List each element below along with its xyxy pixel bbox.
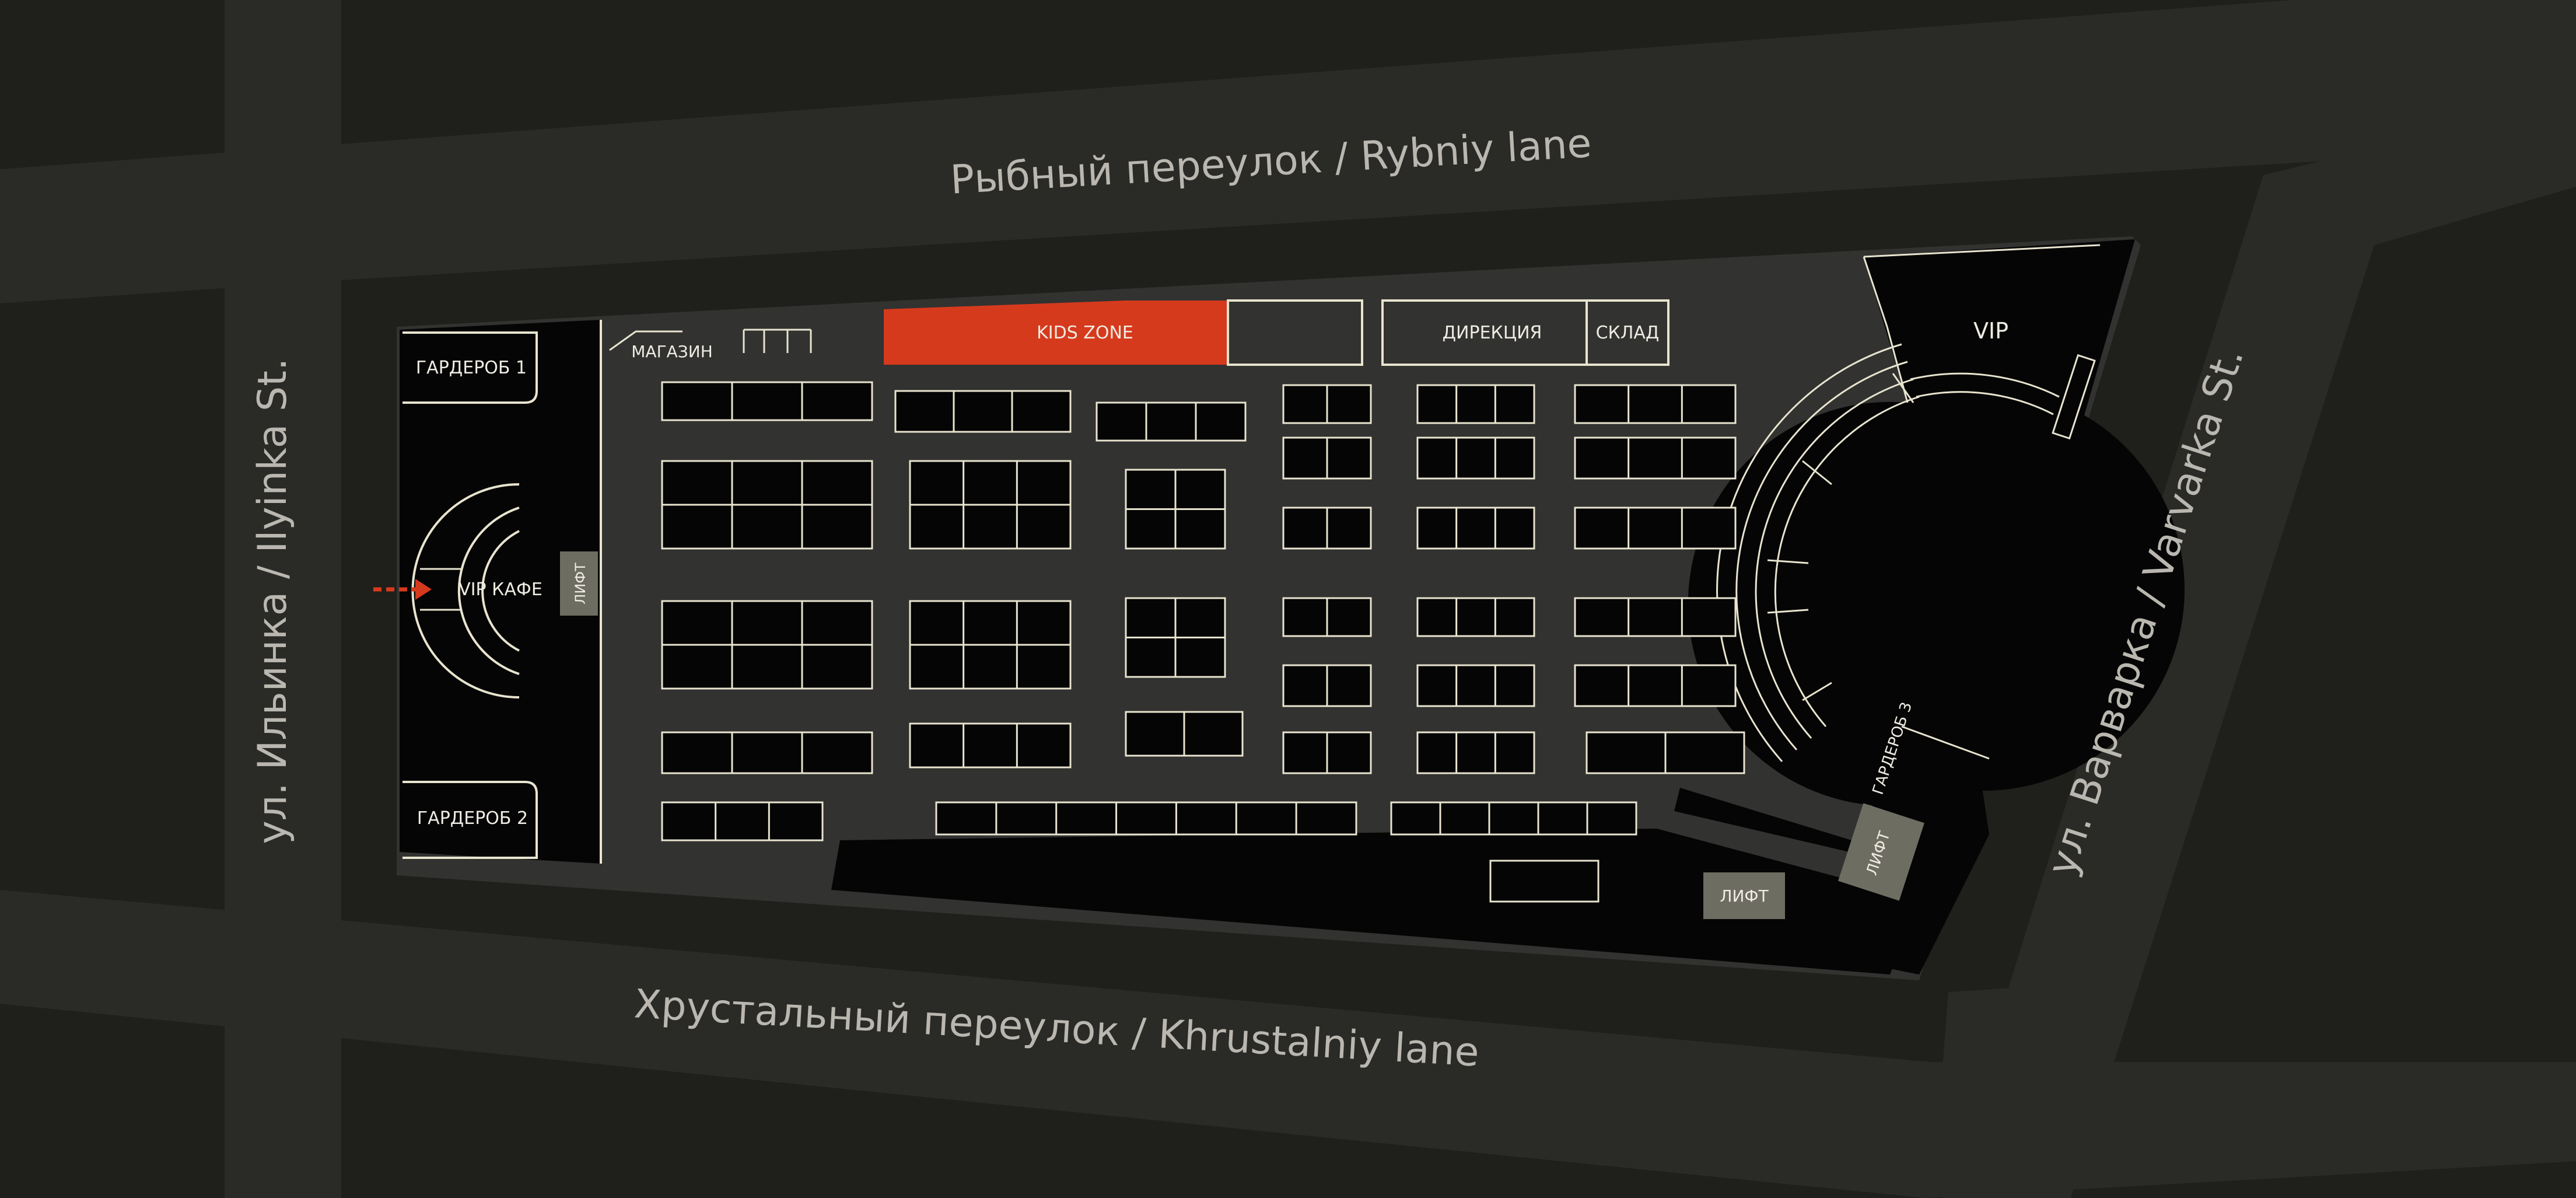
shop-stub — [609, 329, 812, 353]
stall-block — [1574, 664, 1737, 707]
stall-block — [1416, 436, 1535, 480]
stall-block — [894, 390, 1072, 433]
stall-block — [1096, 401, 1247, 442]
west-hall — [400, 320, 601, 864]
lift-south — [1703, 872, 1785, 919]
warehouse-label: СКЛАД — [1596, 323, 1660, 343]
stall-block — [909, 722, 1072, 769]
stall-block — [1416, 507, 1535, 550]
stall-block — [1390, 801, 1637, 836]
stall-block — [661, 731, 873, 774]
stall-block — [1416, 384, 1535, 424]
directorate-label: ДИРЕКЦИЯ — [1443, 323, 1542, 343]
entrance-arrow-icon — [373, 579, 432, 600]
stall-block — [1574, 436, 1737, 480]
wardrobe-1-label: ГАРДЕРОБ 1 — [416, 358, 527, 378]
vip-cafe-label: VIP КАФЕ — [459, 579, 542, 600]
stall-block — [1574, 507, 1737, 550]
vip-label: VIP — [1973, 318, 2008, 344]
amphitheatre — [1782, 388, 2185, 791]
stall-block — [935, 801, 1357, 836]
stall-block — [661, 801, 824, 841]
street-west-label: ул. Ильинка / Ilyinka St. — [250, 358, 296, 844]
stall-block — [1416, 597, 1535, 637]
lift-south-label: ЛИФТ — [1720, 886, 1769, 906]
kids-zone-label: KIDS ZONE — [1037, 323, 1133, 343]
lift-west — [560, 551, 598, 616]
wardrobe-2-room — [402, 781, 538, 859]
stall-block — [661, 381, 873, 421]
stall-grid — [661, 381, 1745, 841]
stall-block — [1574, 384, 1737, 424]
stall-block — [1416, 731, 1535, 774]
south-kiosk — [1489, 860, 1600, 903]
lift-west-label: ЛИФТ — [572, 563, 589, 605]
lift-east — [1838, 803, 1924, 901]
stall-block — [1416, 664, 1535, 707]
wardrobe-2-label: ГАРДЕРОБ 2 — [417, 808, 528, 829]
wardrobe-1-room — [402, 331, 538, 404]
stall-block — [1574, 597, 1737, 637]
kids-zone-area — [884, 301, 1228, 365]
shop-label: МАГАЗИН — [631, 342, 713, 361]
south-strip — [831, 829, 1919, 975]
amphitheatre-seating — [1716, 244, 2101, 762]
office-outlines — [1227, 299, 1670, 366]
